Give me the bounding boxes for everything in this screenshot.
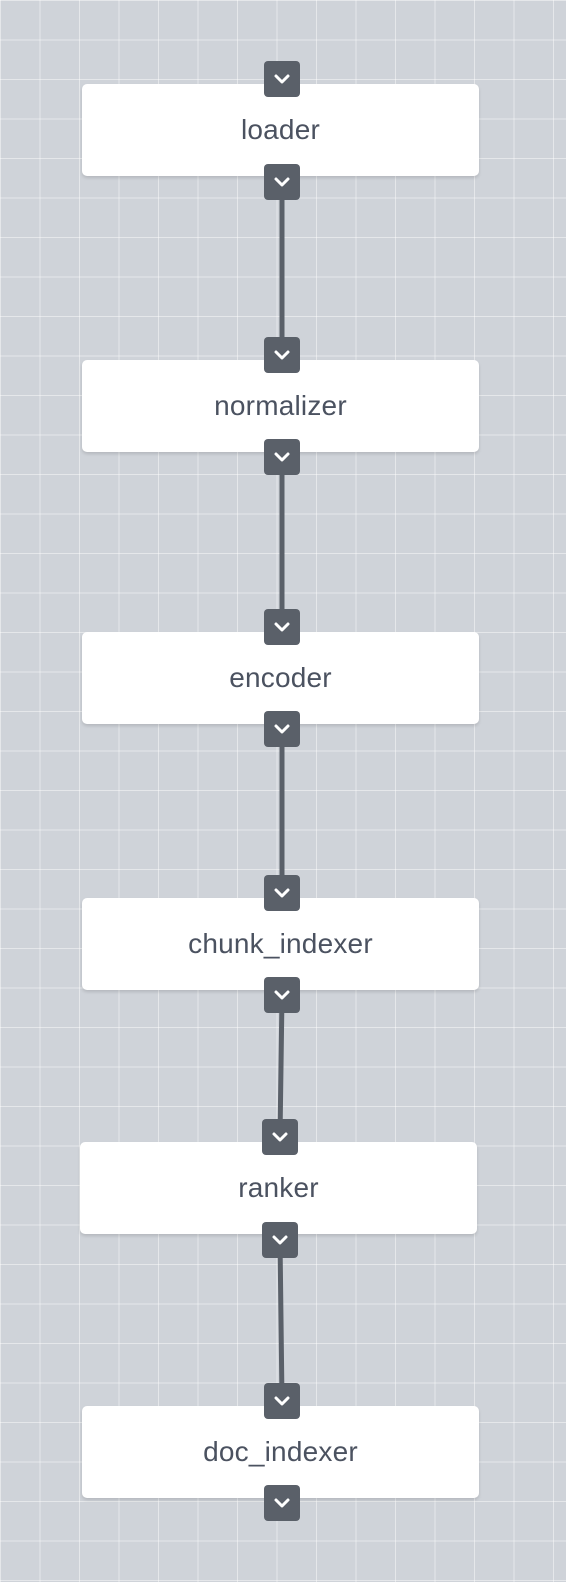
node-label: chunk_indexer (188, 928, 373, 959)
node-normalizer[interactable]: normalizer (82, 360, 479, 452)
chevron-down-icon (274, 177, 290, 187)
output-port-loader[interactable] (264, 164, 300, 200)
node-chunk-indexer[interactable]: chunk_indexer (82, 898, 479, 990)
chevron-down-icon (274, 452, 290, 462)
chevron-down-icon (274, 1396, 290, 1406)
output-port-ranker[interactable] (262, 1222, 298, 1258)
edge-ranker-doc_indexer (277, 1237, 285, 1403)
node-ranker[interactable]: ranker (80, 1142, 477, 1234)
chevron-down-icon (274, 1498, 290, 1508)
input-port-loader[interactable] (264, 61, 300, 97)
input-port-normalizer[interactable] (264, 337, 300, 373)
chevron-down-icon (272, 1132, 288, 1142)
node-label: normalizer (214, 390, 347, 421)
chevron-down-icon (274, 622, 290, 632)
edge-chunk_indexer-ranker (277, 993, 285, 1140)
node-label: ranker (238, 1172, 319, 1203)
chevron-down-icon (274, 724, 290, 734)
node-label: encoder (229, 662, 332, 693)
chevron-down-icon (274, 990, 290, 1000)
node-loader[interactable]: loader (82, 84, 479, 176)
chevron-down-icon (274, 350, 290, 360)
input-port-chunk-indexer[interactable] (264, 875, 300, 911)
chevron-down-icon (274, 888, 290, 898)
node-encoder[interactable]: encoder (82, 632, 479, 724)
input-port-encoder[interactable] (264, 609, 300, 645)
output-port-encoder[interactable] (264, 711, 300, 747)
output-port-doc-indexer[interactable] (264, 1485, 300, 1521)
node-label: doc_indexer (203, 1436, 358, 1467)
node-doc-indexer[interactable]: doc_indexer (82, 1406, 479, 1498)
input-port-doc-indexer[interactable] (264, 1383, 300, 1419)
output-port-normalizer[interactable] (264, 439, 300, 475)
output-port-chunk-indexer[interactable] (264, 977, 300, 1013)
chevron-down-icon (272, 1235, 288, 1245)
input-port-ranker[interactable] (262, 1119, 298, 1155)
node-label: loader (240, 114, 321, 145)
chevron-down-icon (274, 74, 290, 84)
